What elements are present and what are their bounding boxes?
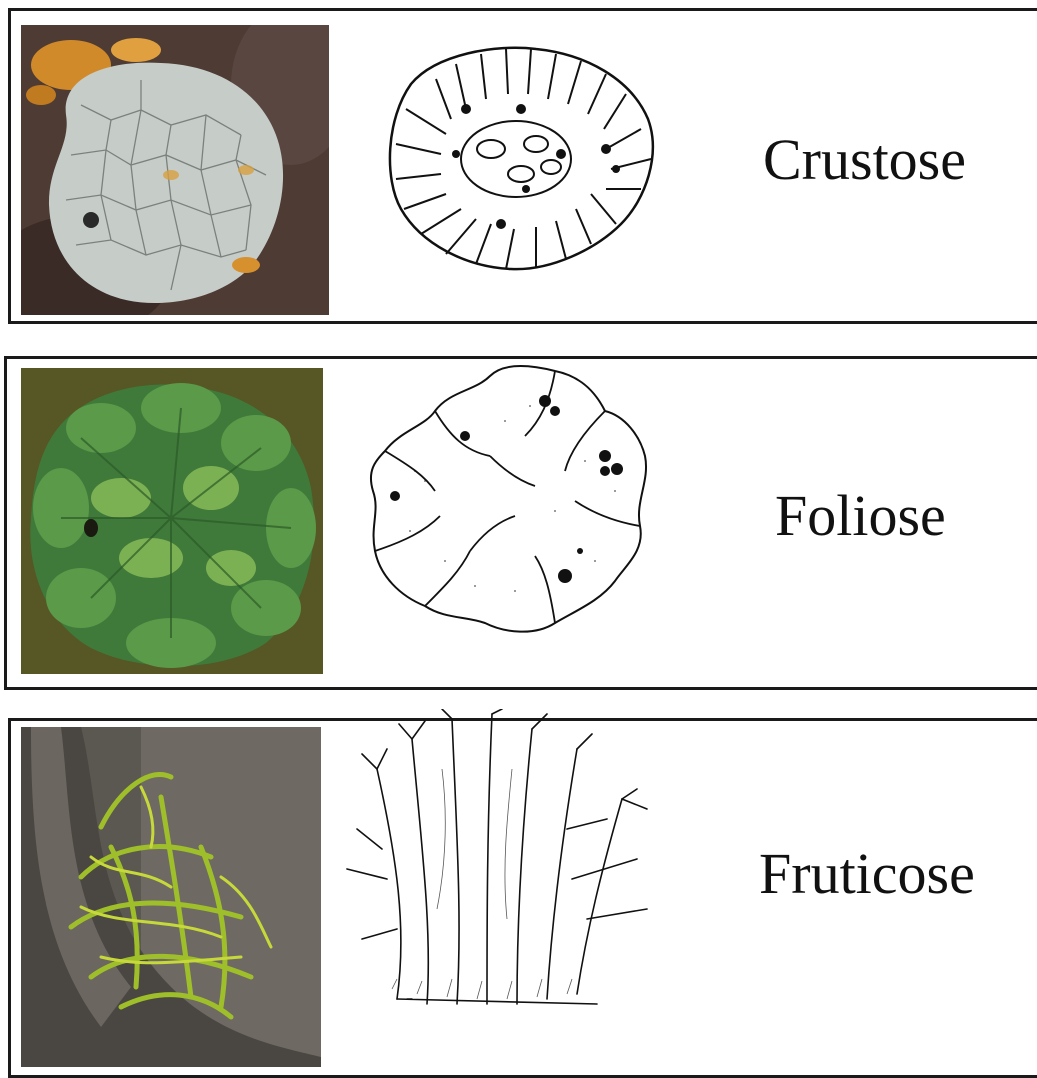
crustose-drawing [376, 39, 666, 279]
fruticose-photo [21, 727, 321, 1067]
crustose-label: Crustose [763, 131, 966, 189]
fruticose-label: Fruticose [759, 845, 975, 903]
crustose-panel: Crustose [8, 8, 1037, 324]
foliose-photo [21, 368, 323, 674]
foliose-label: Foliose [775, 487, 946, 545]
foliose-drawing [355, 361, 651, 641]
crustose-photo [21, 25, 329, 315]
fruticose-drawing [337, 709, 667, 1015]
fruticose-panel: Fruticose [8, 718, 1037, 1078]
foliose-panel: Foliose [4, 356, 1037, 690]
